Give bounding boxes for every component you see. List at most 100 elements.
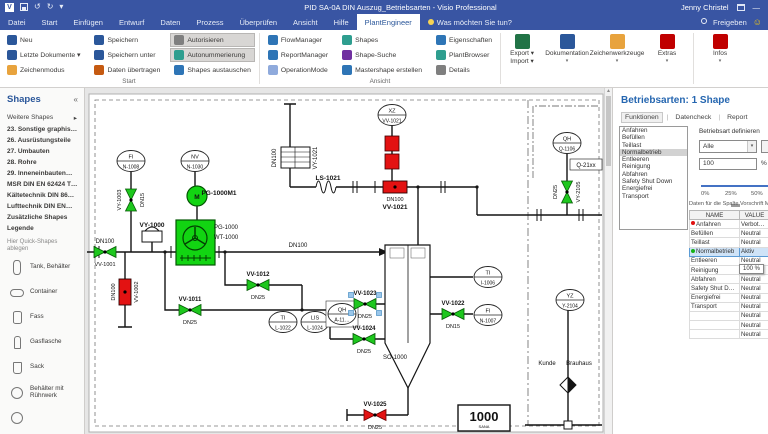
canvas-vertical-scrollbar[interactable]: ▲ [604, 88, 612, 434]
visio-app-icon[interactable]: V [5, 2, 14, 12]
ribbon-tab-datei[interactable]: Datei [8, 17, 26, 27]
shape-item-fass[interactable]: Fass [0, 305, 84, 330]
shape-item-container[interactable]: Container [0, 280, 84, 305]
mode-filter-dropdown[interactable]: Alle ▾ [699, 140, 757, 153]
ribbon-button-daten-übertragen[interactable]: Daten übertragen [90, 63, 164, 77]
share-button[interactable]: Freigeben [713, 17, 747, 27]
ribbon-display-options-icon[interactable] [736, 3, 745, 11]
ribbon-button-letzte-dokumente-[interactable]: Letzte Dokumente ▾ [3, 48, 84, 62]
ribbon-button-reportmanager[interactable]: ReportManager [264, 48, 332, 62]
mode-item[interactable]: Reinigung [622, 163, 651, 171]
ribbon-tab-überprüfen[interactable]: Überprüfen [239, 17, 278, 27]
ribbon-button-speichern[interactable]: Speichern [90, 33, 164, 47]
collapse-panel-icon[interactable]: « [73, 95, 78, 104]
instrument-bubble[interactable]: N-1007 [473, 304, 503, 326]
instrument-bubble[interactable]: L-1024 [300, 311, 330, 333]
table-row[interactable]: Safety Shut D…Neutral [689, 283, 768, 294]
minimize-button[interactable]: — [752, 2, 761, 12]
ribbon-button-speichern-unter[interactable]: Speichern unter [90, 48, 164, 62]
undo-icon[interactable]: ↺ [34, 2, 41, 11]
instrument-bubble[interactable]: I-1006 [473, 266, 503, 288]
ribbon-button-shapes-austauschen[interactable]: Shapes austauschen [170, 63, 255, 77]
signed-in-user[interactable]: Jenny Christel [680, 2, 729, 12]
ribbon-button-operationmode[interactable]: OperationMode [264, 63, 332, 77]
ribbon-tab-entwurf[interactable]: Entwurf [118, 17, 145, 27]
ribbon-button-flowmanager[interactable]: FlowManager [264, 33, 332, 47]
percent-input[interactable]: 100 [699, 158, 757, 170]
ribbon-button-mastershape-erstellen[interactable]: Mastershape erstellen [338, 63, 426, 77]
percent-slider[interactable] [701, 185, 768, 187]
more-shapes-item[interactable]: Weitere Shapes▸ [7, 114, 77, 122]
table-row[interactable]: Neutral [689, 329, 768, 340]
save-icon[interactable] [20, 3, 28, 11]
qat-customize-icon[interactable]: ▾ [59, 2, 64, 11]
shape-item-gasflasche[interactable]: Gasflasche [0, 330, 84, 355]
panel-tab-report[interactable]: Report [727, 114, 748, 121]
heat-exchanger[interactable] [280, 146, 311, 169]
motor[interactable] [186, 185, 208, 207]
stencil-item[interactable]: 23. Sonstige graphis… [7, 126, 78, 133]
instrument-bubble[interactable]: L-1022 [268, 311, 298, 333]
stencil-item[interactable]: Lufttechnik DIN EN… [7, 203, 73, 210]
feedback-smiley-icon[interactable]: ☺ [752, 16, 762, 27]
ribbon-button-details[interactable]: Details [432, 63, 496, 77]
ribbon-button-zeichenmodus[interactable]: Zeichenmodus [3, 63, 84, 77]
shape-item-sack[interactable]: Sack [0, 355, 84, 380]
ribbon-tab-hilfe[interactable]: Hilfe [333, 17, 349, 27]
stencil-item[interactable]: Legende [7, 225, 34, 232]
instrument-bubble[interactable]: VV-1021 [377, 104, 407, 126]
mode-item[interactable]: Befüllen [622, 134, 645, 142]
stencil-item[interactable]: 29. Inneneinbauten… [7, 170, 73, 177]
instrument-bubble[interactable]: A-11… [325, 300, 359, 328]
agitator-vessel[interactable] [175, 219, 216, 266]
stencil-item[interactable]: 27. Umbauten [7, 148, 50, 155]
silo-vessel[interactable] [384, 244, 431, 390]
mode-item[interactable]: Anfahren [622, 127, 648, 134]
instrument-bubble[interactable]: N-1030 [180, 150, 210, 172]
ribbon-tab-daten[interactable]: Daten [160, 17, 181, 27]
shape-item-kreis[interactable] [0, 405, 84, 430]
ribbon-bigbutton-export-[interactable]: Export ▾Import ▾ [502, 30, 542, 87]
redo-icon[interactable]: ↻ [46, 2, 54, 11]
shape-item-tank[interactable]: Tank, Behälter [0, 255, 84, 280]
shape-item-ruehrwerk[interactable]: Behälter mit Rührwerk [0, 380, 84, 405]
ribbon-button-neu[interactable]: Neu [3, 33, 84, 47]
ribbon-button-shapes[interactable]: Shapes [338, 33, 426, 47]
stencil-item[interactable]: 26. Ausrüstungsteile [7, 137, 71, 144]
mode-item[interactable]: Teillast [622, 141, 642, 149]
stencil-item[interactable]: Kältetechnik DIN 86… [7, 192, 75, 199]
stencil-item[interactable]: 28. Rohre [7, 159, 37, 166]
ribbon-bigbutton-infos[interactable]: Infos▾ [695, 30, 745, 87]
mode-item[interactable]: Safety Shut Down [622, 178, 673, 186]
ribbon-bigbutton-extras[interactable]: Extras▾ [642, 30, 692, 87]
ribbon-bigbutton-zeichenwerkzeuge[interactable]: Zeichenwerkzeuge▾ [590, 30, 644, 87]
ribbon-tab-prozess[interactable]: Prozess [196, 17, 224, 27]
ribbon-tab-ansicht[interactable]: Ansicht [293, 17, 318, 27]
ribbon-button-shape-suche[interactable]: Shape-Suche [338, 48, 426, 62]
instrument-bubble[interactable]: N-1008 [116, 150, 146, 172]
mode-item[interactable]: Normalbetrieb [620, 148, 687, 157]
mode-item[interactable]: Energiefrei [622, 185, 653, 193]
stencil-item[interactable]: MSR DIN EN 62424 T… [7, 181, 78, 188]
ribbon-button-autorisieren[interactable]: Autorisieren [170, 33, 255, 47]
define-side-button[interactable] [761, 140, 768, 153]
tell-me-box[interactable]: Was möchten Sie tun? [420, 14, 520, 30]
instrument-bubble[interactable]: Q-1106 [552, 132, 582, 154]
table-row[interactable]: Neutral [689, 310, 768, 322]
ribbon-button-eigenschaften[interactable]: Eigenschaften [432, 33, 496, 47]
ribbon-bigbutton-dokumentation[interactable]: Dokumentation▾ [542, 30, 592, 87]
